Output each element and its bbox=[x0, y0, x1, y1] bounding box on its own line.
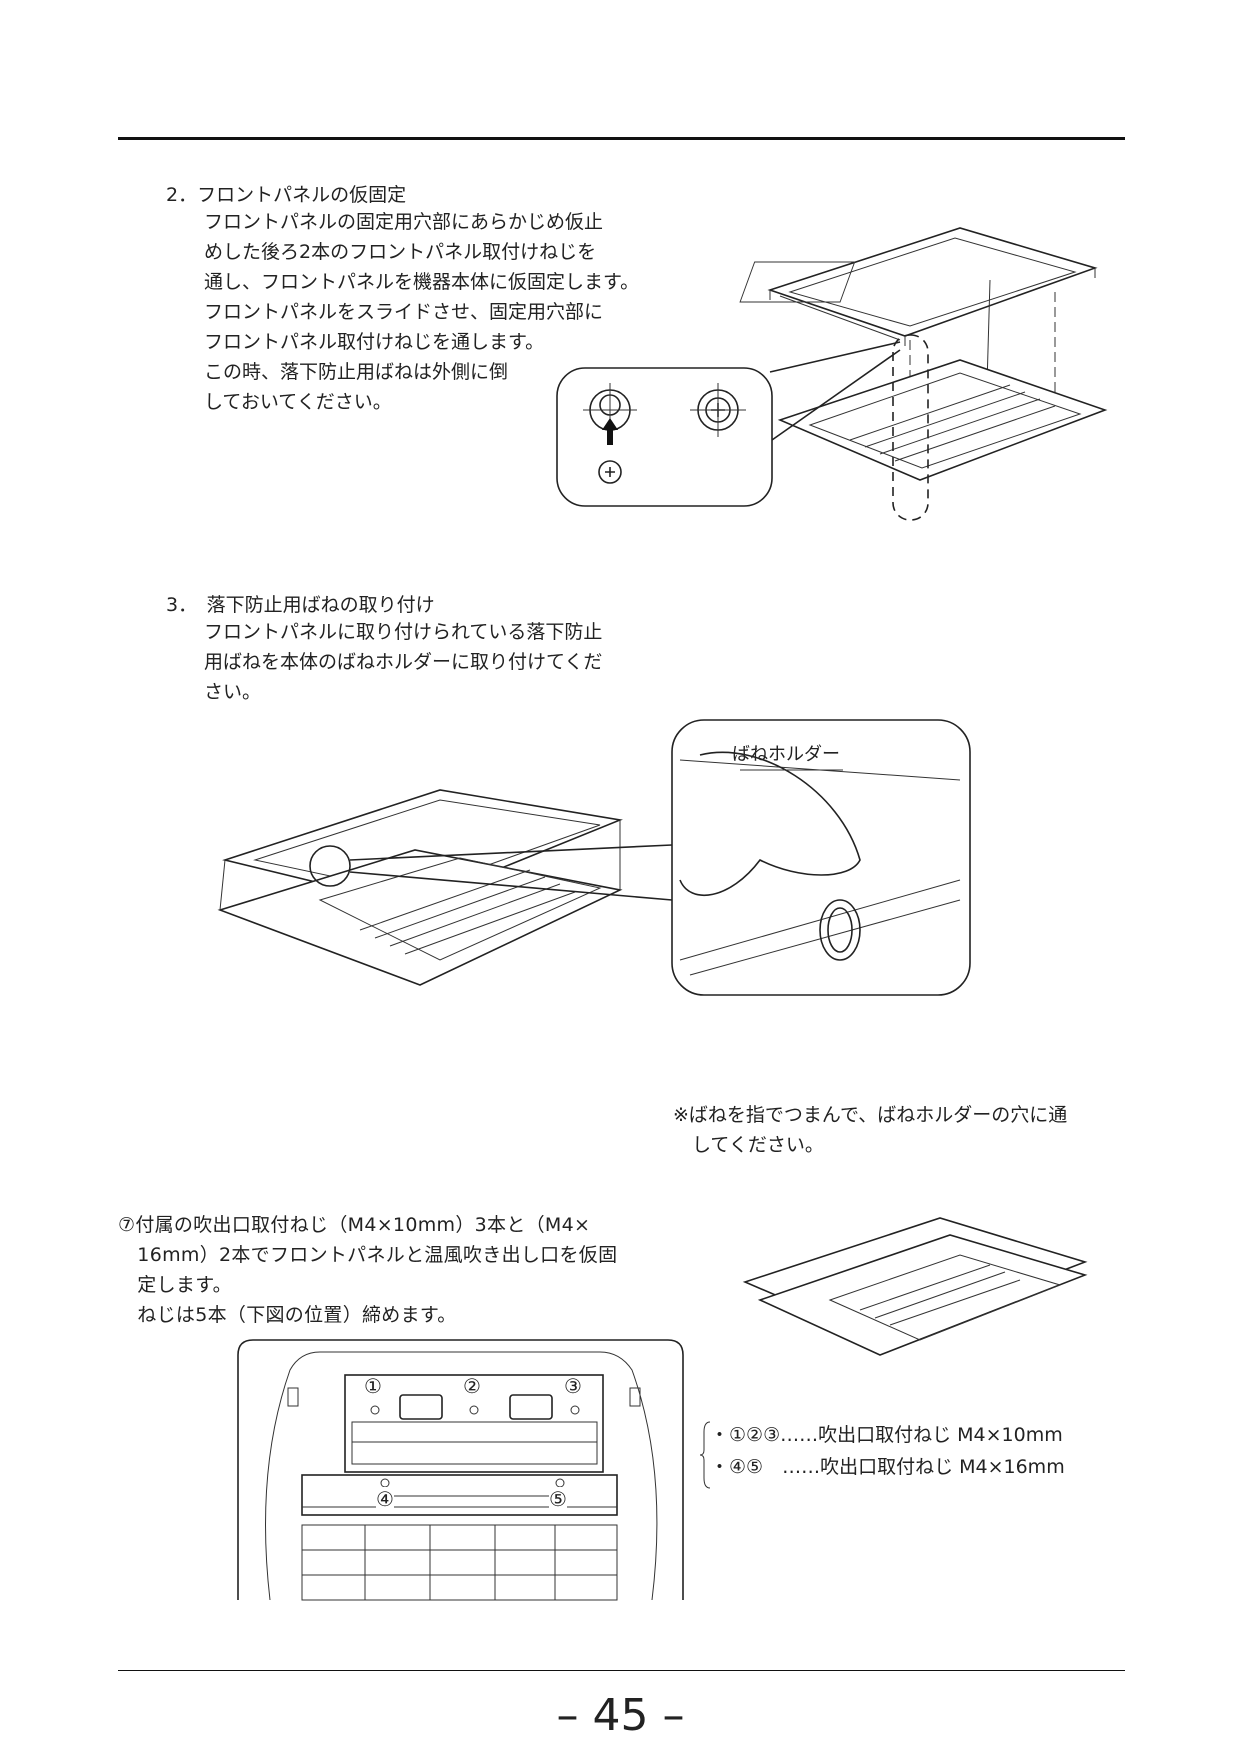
footer-rule bbox=[118, 1670, 1125, 1671]
legend-brace bbox=[699, 1421, 711, 1489]
spring-holder-label: ばねホルダー bbox=[732, 744, 840, 765]
header-rule bbox=[118, 137, 1125, 140]
step7-body: ⑦付属の吹出口取付ねじ（M4×10mm）3本と（M4× 16mm）2本でフロント… bbox=[118, 1214, 618, 1326]
screw-label-1: ① bbox=[364, 1374, 382, 1398]
section3-heading: 3． 落下防止用ばねの取り付け bbox=[166, 594, 435, 616]
section3-note: ※ばねを指でつまんで、ばねホルダーの穴に通 してください。 bbox=[673, 1104, 1068, 1156]
panel-fixing-illustration bbox=[556, 227, 1108, 521]
screw-label-2: ② bbox=[463, 1374, 481, 1398]
legend-line-1: ・①②③……吹出口取付ねじ M4×10mm bbox=[710, 1424, 1063, 1446]
legend-line-2: ・④⑤ ……吹出口取付ねじ M4×16mm bbox=[710, 1456, 1065, 1478]
screw-label-4: ④ bbox=[376, 1487, 394, 1511]
screw-label-3: ③ bbox=[564, 1374, 582, 1398]
page-number: – 45 – bbox=[556, 1690, 685, 1741]
section3-body: フロントパネルに取り付けられている落下防止 用ばねを本体のばねホルダーに取り付け… bbox=[204, 621, 603, 703]
spring-holder-illustration bbox=[217, 719, 971, 996]
fixed-screw-icon bbox=[690, 383, 746, 437]
section2-body: フロントパネルの固定用穴部にあらかじめ仮止 めした後ろ2本のフロントパネル取付け… bbox=[204, 211, 640, 413]
section2-heading: 2．フロントパネルの仮固定 bbox=[166, 184, 407, 206]
small-screw-icon bbox=[598, 460, 622, 484]
keyhole-screw-icon bbox=[583, 383, 637, 445]
screw-label-5: ⑤ bbox=[549, 1487, 567, 1511]
assembled-unit-illustration bbox=[742, 1217, 1088, 1356]
